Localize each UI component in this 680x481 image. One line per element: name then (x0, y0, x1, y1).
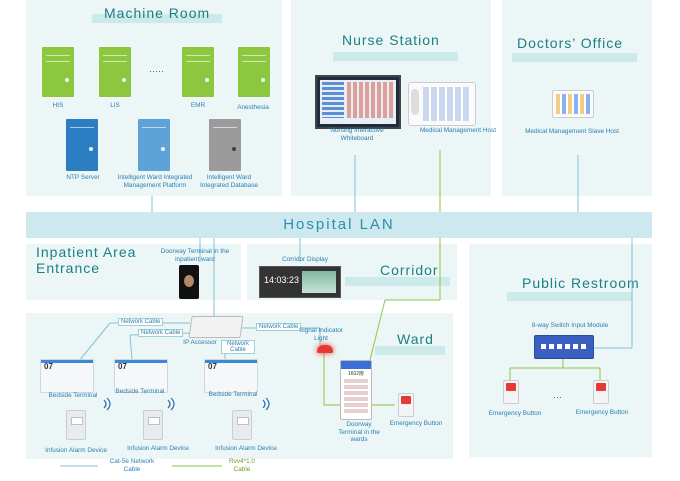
ntp-server-icon (66, 119, 98, 171)
infusion-alarm-1 (66, 410, 86, 440)
slave-host-label: Medical Management Slave Host (525, 128, 619, 135)
server-label-ntp: NTP Server (66, 174, 100, 181)
corridor-display-label: Corridor Display (282, 256, 328, 263)
database-server-icon (209, 119, 241, 171)
server-label-anesthesia: Anesthesia (237, 104, 269, 111)
machine-room-title: Machine Room (104, 5, 211, 21)
room-number: 1602房 (347, 371, 365, 377)
server-label-emr: EMR (190, 102, 206, 109)
ip-accessor-label: IP Accessor (183, 339, 217, 346)
entrance-title: Inpatient Area Entrance (36, 244, 137, 276)
legend-cat5e-label: Cat-5e Network Cable (109, 458, 155, 473)
ip-accessor-icon (188, 316, 244, 338)
server-label-database: Intelligent Ward Integrated Database (200, 174, 258, 189)
doctors-office-title: Doctors’ Office (517, 35, 624, 51)
lis-server-icon (99, 47, 131, 97)
server-label-his: HIS (52, 102, 64, 109)
restroom-emergency-label-2: Emergency Button (575, 409, 629, 416)
server-label-platform: Intelligent Ward Integrated Management P… (117, 174, 193, 189)
entrance-panel (26, 244, 241, 300)
restroom-ellipsis: ··· (553, 392, 562, 402)
alarm-label-2: Infusion Alarm Device (127, 445, 189, 452)
nurse-station-title-bar (333, 52, 458, 61)
corridor-display-icon: 14:03:23 (259, 266, 341, 298)
management-host-label: Medical Management Host (419, 127, 496, 134)
switch-module-icon (534, 335, 594, 359)
servers-ellipsis: ····· (149, 66, 164, 76)
legend-rvv-label: Rvv4*1.0 Cable (229, 458, 255, 473)
server-label-lis: LIS (110, 102, 120, 109)
network-cable-label-2: Network Cable (138, 329, 184, 337)
bed-number-2: 07 (118, 362, 127, 371)
corridor-title: Corridor (380, 262, 439, 278)
ward-doorway-terminal-icon: 1602房 (340, 360, 372, 420)
ward-emergency-label: Emergency Button (389, 420, 443, 427)
restroom-emergency-button-1 (503, 380, 519, 404)
network-cable-label-1: Network Cable (118, 318, 164, 326)
bed-number-3: 07 (208, 362, 217, 371)
machine-room-title-bar (92, 14, 222, 23)
signal-light-icon (317, 345, 333, 353)
entrance-doorway-label: Doorway Terminal in the inpatient ward (160, 248, 230, 263)
platform-server-icon (138, 119, 170, 171)
bedside-terminal-3: 07 (204, 359, 258, 393)
bedside-terminal-2: 07 (114, 359, 168, 393)
slave-host-icon (552, 90, 594, 118)
alarm-label-3: Infusion Alarm Device (215, 445, 277, 452)
doctors-office-title-bar (512, 53, 637, 62)
management-host-icon (408, 82, 476, 126)
bedside-terminal-1: 07 (40, 359, 94, 393)
hospital-lan-bar: Hospital LAN (26, 212, 652, 238)
whiteboard-label: Nursing Interactive Whiteboard (330, 127, 384, 142)
network-cable-label-4: Network Cable (221, 340, 255, 354)
bedside-label-2: Bedside Terminal (115, 388, 165, 395)
restroom-emergency-label-1: Emergency Button (488, 410, 542, 417)
entrance-doorway-terminal-icon (179, 265, 199, 299)
infusion-alarm-2 (143, 410, 163, 440)
whiteboard-icon (315, 75, 401, 129)
network-cable-label-3: Network Cable (256, 323, 302, 331)
ward-emergency-button-icon (398, 393, 414, 417)
switch-module-label: 8-way Switch Input Module (531, 322, 609, 329)
corridor-title-bar (345, 277, 450, 286)
his-server-icon (42, 47, 74, 97)
anesthesia-server-icon (238, 47, 270, 97)
emr-server-icon (182, 47, 214, 97)
ward-doorway-label: Doorway Terminal in the wards (338, 421, 380, 444)
bedside-label-3: Bedside Terminal (208, 391, 258, 398)
signal-light-label: Signal Indicator Light (298, 327, 344, 342)
corridor-clock: 14:03:23 (264, 275, 300, 285)
restroom-title-bar (507, 292, 632, 301)
nurse-station-title: Nurse Station (342, 32, 440, 48)
ward-title: Ward (397, 331, 434, 347)
hospital-lan-label: Hospital LAN (283, 216, 395, 233)
bed-number-1: 07 (44, 362, 53, 371)
restroom-emergency-button-2 (593, 380, 609, 404)
restroom-title: Public Restroom (522, 275, 640, 291)
infusion-alarm-3 (232, 410, 252, 440)
alarm-label-1: Infusion Alarm Device (45, 447, 107, 454)
bedside-label-1: Bedside Terminal (48, 392, 98, 399)
ward-title-bar (375, 346, 445, 355)
